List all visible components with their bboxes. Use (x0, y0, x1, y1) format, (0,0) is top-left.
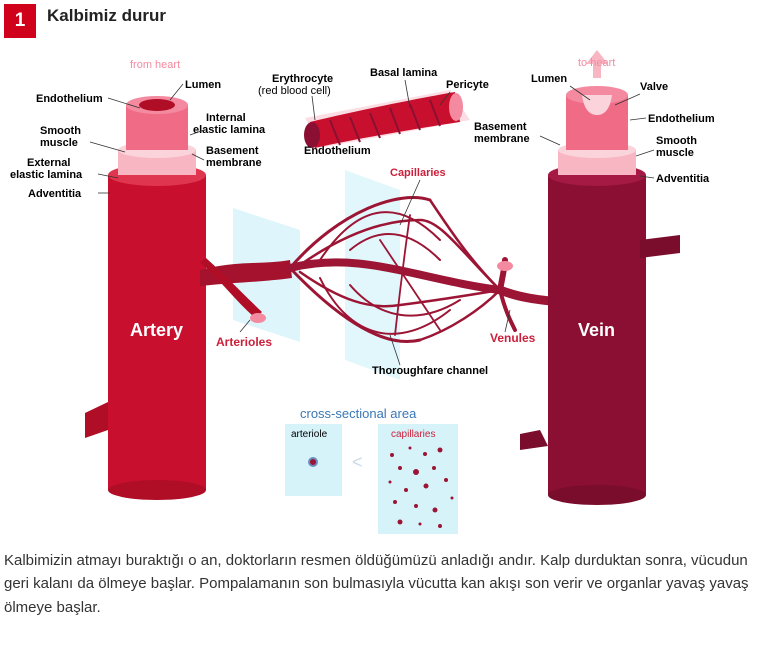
label-smooth-muscle-right-2: muscle (656, 147, 694, 159)
label-smooth-muscle-left-1: Smooth (40, 125, 81, 137)
label-capillaries: Capillaries (390, 167, 446, 179)
label-adventitia-right: Adventitia (656, 173, 710, 185)
label-endothelium-right: Endothelium (648, 113, 715, 125)
label-adventitia-left: Adventitia (28, 188, 82, 200)
label-arteriole: arteriole (291, 429, 328, 440)
label-smooth-muscle-right-1: Smooth (656, 135, 697, 147)
label-internal-elastic-2: elastic lamina (193, 124, 266, 136)
label-basement-left-1: Basement (206, 145, 259, 157)
label-vein: Vein (578, 320, 615, 340)
article-paragraph: Kalbimizin atmayı buraktığı o an, doktor… (4, 552, 749, 616)
artery-vessel (85, 96, 292, 500)
label-basal-lamina: Basal lamina (370, 67, 438, 79)
less-than-symbol: < (352, 452, 363, 472)
label-pericyte: Pericyte (446, 79, 489, 91)
label-venules: Venules (490, 331, 536, 345)
label-arterioles: Arterioles (216, 335, 272, 349)
label-endothelium-center: Endothelium (304, 145, 371, 157)
vein-vessel (520, 50, 680, 505)
capillary-network (286, 196, 565, 343)
label-lumen-right: Lumen (531, 73, 567, 85)
label-artery: Artery (130, 320, 183, 340)
label-erythrocyte-1: Erythrocyte (272, 73, 333, 85)
article-title: Kalbimiz durur (47, 6, 167, 25)
label-basement-right-1: Basement (474, 121, 527, 133)
label-external-elastic-2: elastic lamina (10, 169, 83, 181)
label-erythrocyte-2: (red blood cell) (258, 85, 331, 97)
label-basement-right-2: membrane (474, 133, 530, 145)
label-to-heart: to heart (578, 57, 615, 69)
label-basement-left-2: membrane (206, 157, 262, 169)
label-internal-elastic-1: Internal (206, 112, 246, 124)
item-number-badge: 1 (4, 4, 36, 38)
blood-vessel-diagram: from heart Endothelium Lumen Smooth musc… (10, 50, 715, 534)
label-endothelium-left: Endothelium (36, 93, 103, 105)
label-from-heart: from heart (130, 59, 180, 71)
label-cross-sectional-area: cross-sectional area (300, 406, 417, 421)
label-smooth-muscle-left-2: muscle (40, 137, 78, 149)
label-valve: Valve (640, 81, 668, 93)
venule-opening (497, 261, 513, 271)
label-thoroughfare: Thoroughfare channel (372, 365, 488, 377)
label-lumen-left: Lumen (185, 79, 221, 91)
label-capillaries-small: capillaries (391, 429, 435, 440)
capillary-inset (304, 90, 470, 148)
article-header: 1 Kalbimiz durur (4, 4, 166, 38)
capillary-dots (388, 446, 454, 528)
label-external-elastic-1: External (27, 157, 70, 169)
